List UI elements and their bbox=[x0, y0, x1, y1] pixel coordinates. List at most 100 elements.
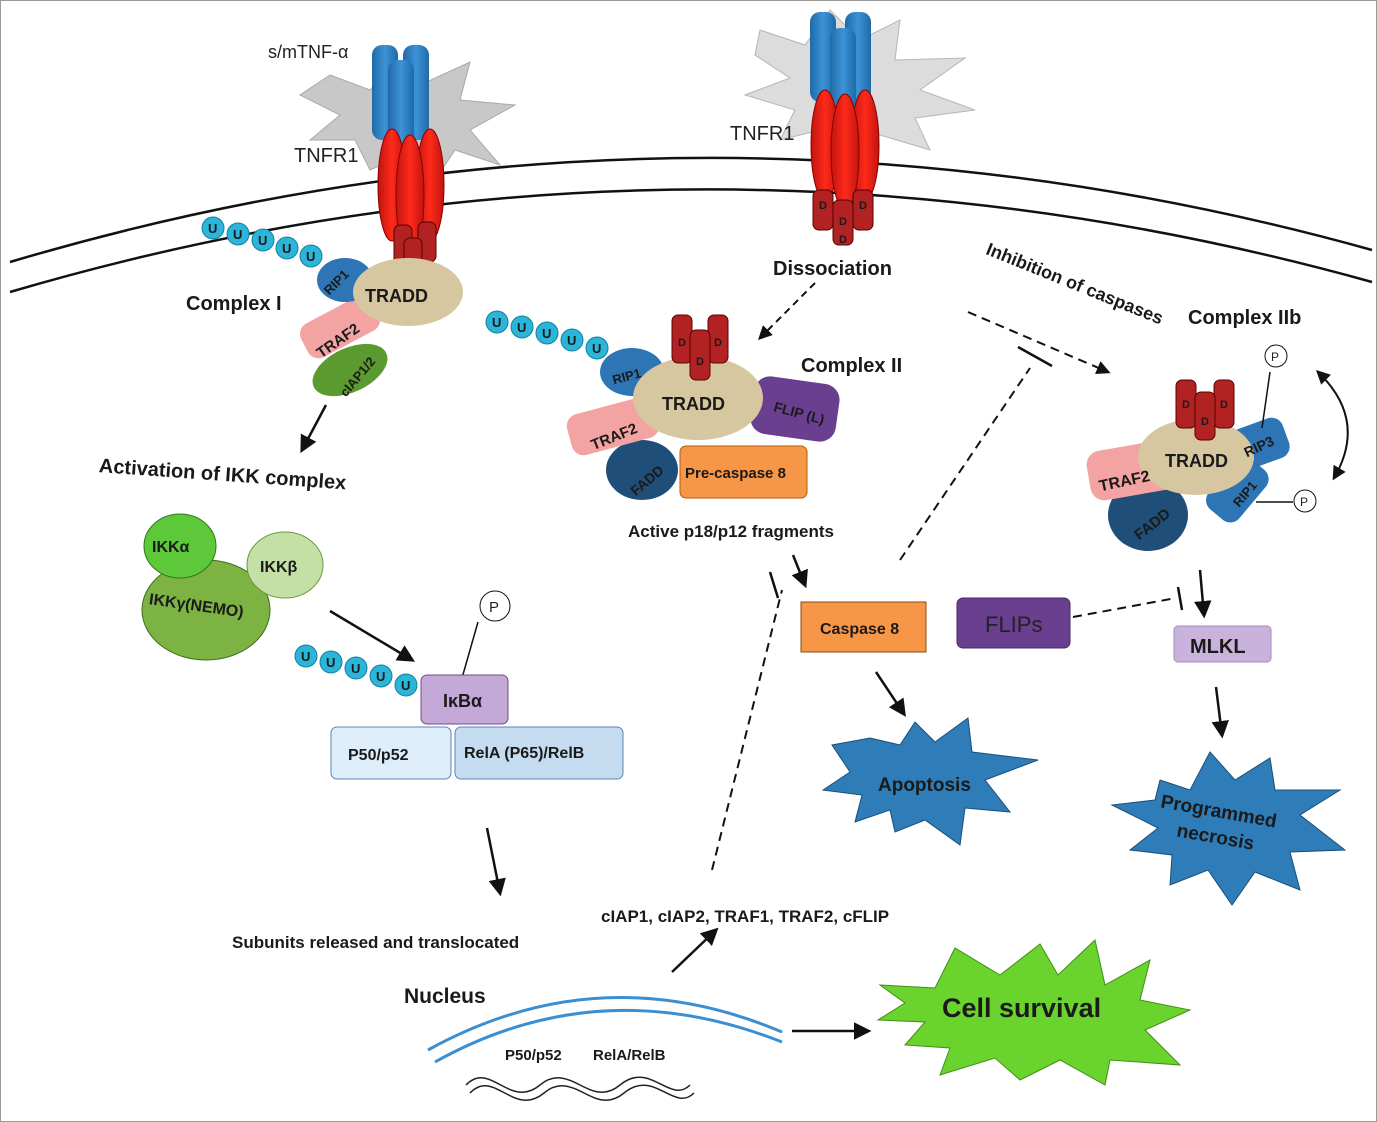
ciap-shape bbox=[312, 343, 388, 397]
ligand-label: s/mTNF-α bbox=[268, 42, 348, 62]
svg-text:D: D bbox=[859, 200, 867, 212]
svg-text:D: D bbox=[839, 234, 847, 246]
arrow-to-genes bbox=[671, 927, 719, 973]
svg-text:U: U bbox=[282, 241, 291, 256]
inhibit-line-casp8-to-complex2b bbox=[899, 367, 1031, 561]
death-domains-middle bbox=[812, 189, 874, 246]
ikk-beta: IKKβ bbox=[260, 559, 298, 576]
inhibit-line-flips-mlkl bbox=[1072, 597, 1177, 618]
fragments-label: Active p18/p12 fragments bbox=[628, 522, 834, 541]
survival-label: Cell survival bbox=[942, 993, 1101, 1023]
tradd-shape-c1 bbox=[353, 258, 463, 326]
mlkl-box bbox=[1173, 625, 1272, 663]
tnfr1-middle-label: TNFR1 bbox=[730, 123, 794, 145]
svg-text:D: D bbox=[839, 216, 847, 228]
rela-label: RelA (P65)/RelB bbox=[464, 745, 584, 762]
tradd-c2b: TRADD bbox=[1165, 451, 1228, 471]
receptor-complex-left bbox=[299, 45, 517, 279]
svg-text:D: D bbox=[714, 337, 722, 349]
rela-box bbox=[454, 726, 624, 780]
svg-text:P: P bbox=[489, 599, 499, 616]
caspase8-box bbox=[800, 601, 927, 653]
tradd-c2: TRADD bbox=[662, 394, 725, 414]
complex2b-title: Complex IIb bbox=[1188, 307, 1301, 329]
phospho-ikba bbox=[479, 590, 511, 622]
ligand-trimer-middle bbox=[810, 12, 836, 102]
nucleus-rela: RelA/RelB bbox=[593, 1047, 666, 1064]
rip1-shape-c2b bbox=[1206, 456, 1269, 523]
complex1-title: Complex I bbox=[186, 293, 282, 315]
rip1-c2: RIP1 bbox=[611, 365, 643, 387]
caspase8-label: Caspase 8 bbox=[820, 621, 899, 638]
phospho-rip3 bbox=[1264, 344, 1288, 368]
svg-text:U: U bbox=[376, 669, 385, 684]
complex-1 bbox=[299, 258, 463, 397]
flips-label: FLIPs bbox=[985, 612, 1042, 637]
svg-text:U: U bbox=[233, 227, 242, 242]
svg-text:U: U bbox=[301, 649, 310, 664]
p50-label: P50/p52 bbox=[348, 747, 409, 764]
necrosis-burst bbox=[1110, 751, 1347, 906]
traf2-shape-c1 bbox=[299, 295, 381, 359]
fadd-shape-c2 bbox=[606, 440, 678, 500]
svg-text:U: U bbox=[351, 661, 360, 676]
apoptosis-label: Apoptosis bbox=[878, 775, 971, 796]
svg-text:P: P bbox=[1300, 495, 1308, 509]
arrow-c1-to-ikk bbox=[300, 404, 328, 454]
fadd-shape-c2b bbox=[1108, 479, 1188, 551]
arrow-inhibition-caspases bbox=[967, 311, 1111, 375]
arrow-ikk-to-ikba bbox=[329, 609, 416, 662]
flip-shape-c2 bbox=[750, 376, 840, 442]
complex2-title: Complex II bbox=[801, 355, 902, 377]
ikk-alpha-shape bbox=[143, 513, 217, 579]
death-domains-c2b bbox=[1175, 379, 1235, 441]
arrow-to-mlkl bbox=[1194, 569, 1212, 619]
precasp-label: Pre-caspase 8 bbox=[685, 465, 786, 482]
svg-text:D: D bbox=[1220, 399, 1228, 411]
p50-box bbox=[330, 726, 452, 780]
ikba-box bbox=[420, 674, 509, 725]
phospho-rip1 bbox=[1293, 489, 1317, 513]
svg-text:U: U bbox=[326, 655, 335, 670]
ubiquitin-chain-1: U U U U U bbox=[201, 216, 323, 268]
inhibit-line-genes-to-casp8 bbox=[711, 589, 783, 871]
complex-2b bbox=[1086, 379, 1290, 551]
svg-text:D: D bbox=[696, 356, 704, 368]
flips-box bbox=[956, 597, 1071, 649]
svg-text:U: U bbox=[517, 320, 526, 335]
tradd-shape-c2b bbox=[1138, 419, 1254, 495]
ikk-complex bbox=[141, 513, 324, 661]
svg-text:D: D bbox=[819, 200, 827, 212]
ikba-label: IκBα bbox=[443, 691, 482, 711]
svg-text:U: U bbox=[592, 341, 601, 356]
svg-text:U: U bbox=[492, 315, 501, 330]
svg-text:U: U bbox=[542, 326, 551, 341]
ubiquitin-chain-2: U U U U U bbox=[294, 644, 418, 697]
precasp-box bbox=[679, 445, 808, 499]
svg-text:D: D bbox=[1182, 399, 1190, 411]
nucleus-p50: P50/p52 bbox=[505, 1047, 562, 1064]
svg-text:P: P bbox=[1271, 350, 1279, 364]
arrow-to-necrosis bbox=[1211, 686, 1229, 739]
svg-text:U: U bbox=[208, 221, 217, 236]
dissociation-label: Dissociation bbox=[773, 258, 892, 280]
ikk-alpha: IKKα bbox=[152, 539, 190, 556]
genes-label: cIAP1, cIAP2, TRAF1, TRAF2, cFLIP bbox=[601, 907, 889, 926]
svg-text:D: D bbox=[1201, 416, 1209, 428]
mlkl-label: MLKL bbox=[1190, 636, 1246, 658]
arrow-dissociation bbox=[758, 282, 816, 340]
nucleus-label: Nucleus bbox=[404, 985, 486, 1008]
arrow-to-apoptosis bbox=[874, 671, 906, 717]
svg-text:D: D bbox=[678, 337, 686, 349]
arrow-nfkb-release bbox=[485, 827, 506, 897]
svg-text:U: U bbox=[401, 678, 410, 693]
released-label: Subunits released and translocated bbox=[232, 933, 519, 952]
arrow-fragments-to-casp8 bbox=[791, 554, 808, 589]
tradd-c1: TRADD bbox=[365, 286, 428, 306]
complex-2 bbox=[566, 314, 840, 500]
traf2-shape-c2 bbox=[566, 396, 660, 456]
ikk-activation: Activation of IKK complex bbox=[98, 455, 347, 494]
inhibition-label: Inhibition of caspases bbox=[983, 239, 1166, 328]
ikk-beta-shape bbox=[246, 531, 324, 599]
